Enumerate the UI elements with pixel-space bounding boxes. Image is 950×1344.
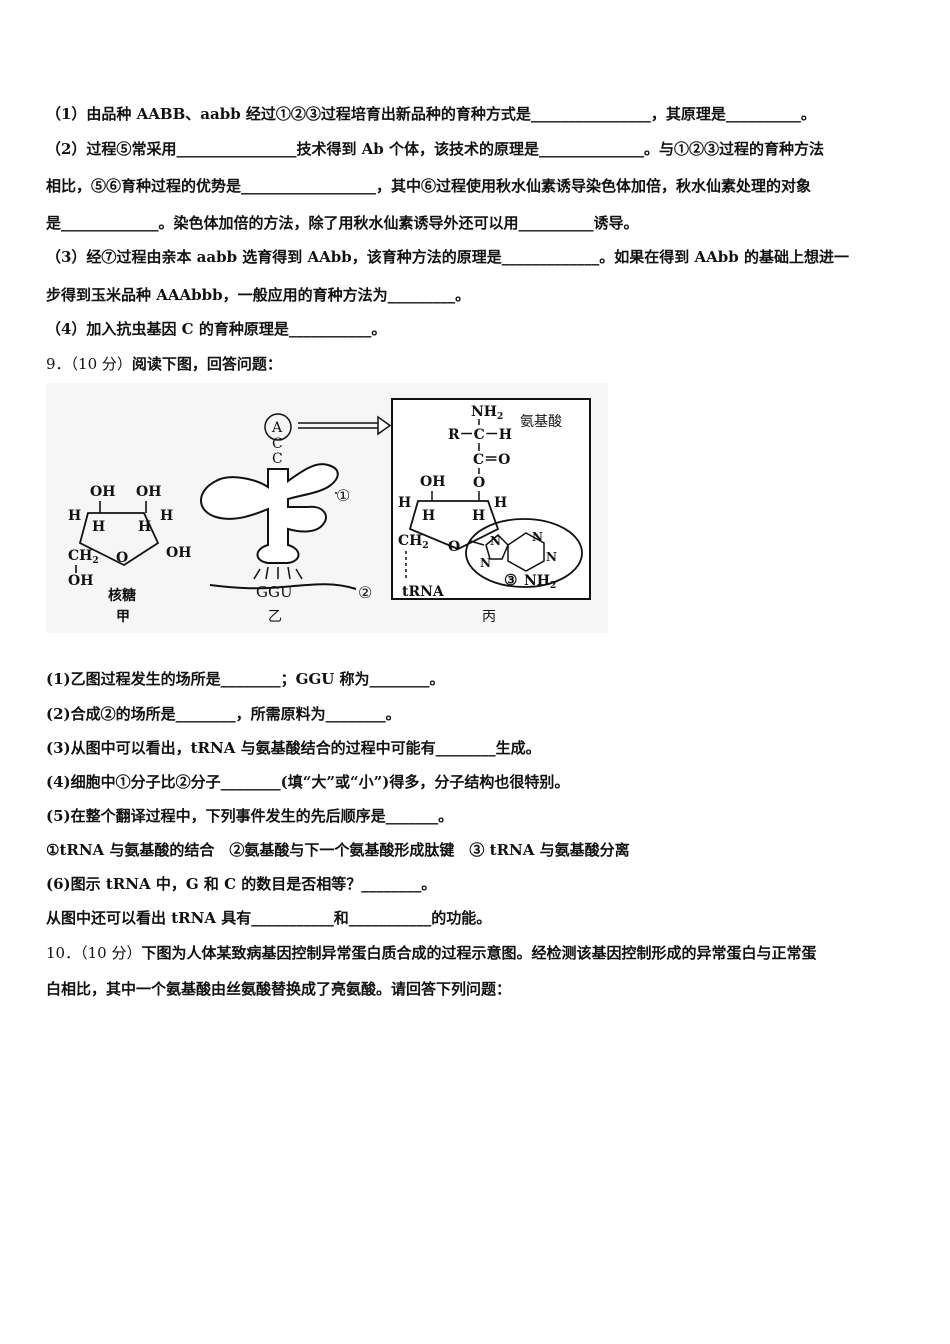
- base-n-2: N: [480, 556, 491, 570]
- ribose-o: O: [116, 550, 128, 566]
- trna-figure: OH OH H H H H CH2 O OH OH 核糖 甲 A C C ① G…: [46, 383, 608, 633]
- amino-acid-label: 氨基酸: [520, 413, 562, 430]
- base-n-3: N: [532, 530, 543, 544]
- q8-part2-line2: 相比，⑤⑥育种过程的优势是__________________，其中⑥过程使用秋…: [46, 177, 812, 195]
- panel-bing-caption: 丙: [482, 609, 496, 625]
- amino-r-group: R－C－H: [448, 427, 512, 443]
- sugar-oh: OH: [420, 474, 445, 490]
- marker-1: ①: [336, 486, 350, 505]
- q9-number: 9．（10 分）: [46, 355, 132, 373]
- q8-part1: （1）由品种 AABB、aabb 经过①②③过程培育出新品种的育种方式是____…: [46, 105, 816, 123]
- ribose-label: 核糖: [108, 587, 136, 604]
- sugar-h-3: H: [472, 508, 485, 524]
- ribose-oh-1: OH: [90, 484, 115, 500]
- aminoacyl-diagram: NH2 氨基酸 R－C－H C＝O O OH H H H H CH2 O tRN…: [391, 398, 591, 625]
- q8-part2-line3: 是_____________。染色体加倍的方法，除了用秋水仙素诱导外还可以用__…: [46, 214, 639, 232]
- trna-end-c2: C: [272, 451, 283, 467]
- amino-nh2: NH2: [471, 404, 503, 422]
- sugar-ch2: CH2: [398, 533, 429, 551]
- ribose-oh-4: OH: [68, 573, 93, 589]
- sugar-h-2: H: [422, 508, 435, 524]
- q10-line1: 10．（10 分）下图为人体某致病基因控制异常蛋白质合成的过程示意图。经检测该基…: [46, 942, 816, 963]
- ribose-h-2: H: [92, 519, 105, 535]
- q9-part7: 从图中还可以看出 tRNA 具有___________和___________的…: [46, 909, 492, 927]
- sugar-h-1: H: [398, 495, 411, 511]
- trna-end-a: A: [271, 420, 283, 436]
- q9-part5-options: ①tRNA 与氨基酸的结合 ②氨基酸与下一个氨基酸形成肽键 ③ tRNA 与氨基…: [46, 841, 630, 859]
- ribose-h-1: H: [68, 508, 81, 524]
- q9-part6: (6)图示 tRNA 中，G 和 C 的数目是否相等？________。: [46, 875, 437, 893]
- trna-label: tRNA: [402, 584, 445, 600]
- marker-2: ②: [358, 583, 372, 602]
- ribose-diagram: OH OH H H H H CH2 O OH OH 核糖 甲: [68, 484, 191, 625]
- q9-part3: (3)从图中可以看出，tRNA 与氨基酸结合的过程中可能有________生成。: [46, 739, 541, 757]
- carbonyl: C＝O: [473, 452, 510, 468]
- trna-end-c1: C: [272, 436, 283, 452]
- base-n-4: N: [546, 550, 557, 564]
- q8-part3-line2: 步得到玉米品种 AAAbbb，一般应用的育种方法为_________。: [46, 286, 471, 304]
- q10-number: 10．（10 分）: [46, 944, 142, 962]
- panel-jia-caption: 甲: [116, 609, 130, 625]
- trna-cloverleaf: A C C ① GGU ② 乙: [200, 413, 372, 625]
- arrow: [298, 415, 392, 436]
- ester-o: O: [473, 475, 485, 491]
- q10-line2: 白相比，其中一个氨基酸由丝氨酸替换成了亮氨酸。请回答下列问题：: [46, 980, 512, 998]
- ribose-oh-3: OH: [166, 545, 191, 561]
- ribose-h-4: H: [160, 508, 173, 524]
- ribose-oh-2: OH: [136, 484, 161, 500]
- ribose-ch2: CH2: [68, 548, 99, 566]
- base-nh2: NH2: [524, 573, 556, 591]
- panel-yi-caption: 乙: [268, 609, 282, 625]
- marker-3: ③: [504, 571, 517, 589]
- q8-part2-line1: （2）过程⑤常采用________________技术得到 Ab 个体，该技术的…: [46, 140, 825, 158]
- q9-part5: (5)在整个翻译过程中，下列事件发生的先后顺序是_______。: [46, 807, 454, 825]
- q9-part1: (1)乙图过程发生的场所是________；GGU 称为________。: [46, 670, 445, 688]
- q9-part2: (2)合成②的场所是________，所需原料为________。: [46, 705, 401, 723]
- q9-part4: (4)细胞中①分子比②分子________(填“大”或“小”)得多，分子结构也很…: [46, 773, 570, 791]
- q9-heading: 9．（10 分）阅读下图，回答问题：: [46, 353, 282, 374]
- q8-part3-line1: （3）经⑦过程由亲本 aabb 选育得到 AAbb，该育种方法的原理是_____…: [46, 248, 849, 266]
- base-n-1: N: [490, 534, 501, 548]
- sugar-o: O: [448, 539, 460, 555]
- sugar-h-4: H: [494, 495, 507, 511]
- q8-part4: （4）加入抗虫基因 C 的育种原理是___________。: [46, 320, 387, 338]
- q9-instruction: 阅读下图，回答问题：: [131, 355, 282, 373]
- q10-text: 下图为人体某致病基因控制异常蛋白质合成的过程示意图。经检测该基因控制形成的异常蛋…: [141, 944, 817, 962]
- ribose-h-3: H: [138, 519, 151, 535]
